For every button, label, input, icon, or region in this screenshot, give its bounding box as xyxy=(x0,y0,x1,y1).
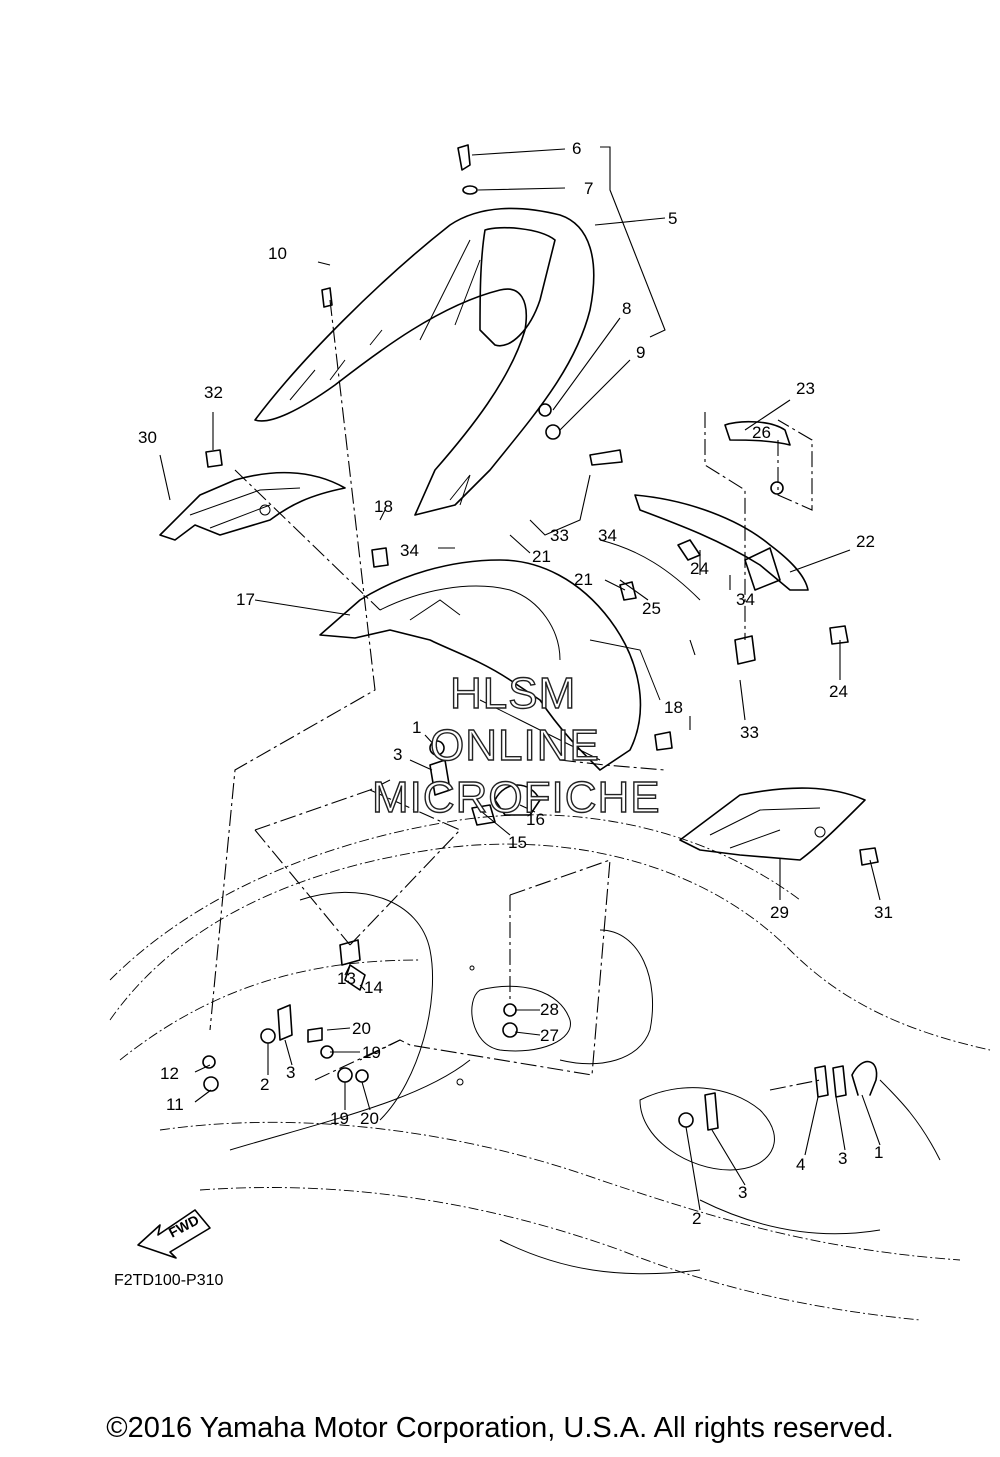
callout: 1 xyxy=(874,1143,883,1162)
callout: 34 xyxy=(400,541,419,560)
callout: 3 xyxy=(738,1183,747,1202)
callout: 18 xyxy=(374,497,393,516)
callout: 24 xyxy=(690,559,709,578)
callout: 13 xyxy=(337,969,356,988)
callout: 2 xyxy=(260,1075,269,1094)
callout: 31 xyxy=(874,903,893,922)
callout: 3 xyxy=(393,745,402,764)
callout: 32 xyxy=(204,383,223,402)
watermark-line-1: HLSM xyxy=(450,669,576,718)
callout: 10 xyxy=(268,244,287,263)
callout: 3 xyxy=(838,1149,847,1168)
callout: 15 xyxy=(508,833,527,852)
callout: 19 xyxy=(362,1043,381,1062)
callout: 20 xyxy=(360,1109,379,1128)
part-upper-cover xyxy=(254,207,595,516)
callout: 7 xyxy=(584,179,593,198)
callout: 33 xyxy=(550,526,569,545)
callout: 33 xyxy=(740,723,759,742)
callout: 2 xyxy=(692,1209,701,1228)
watermark-line-3: MICROFICHE xyxy=(372,773,661,822)
reference-code: F2TD100-P310 xyxy=(114,1272,223,1289)
callout: 1 xyxy=(412,718,421,737)
callout: 34 xyxy=(598,526,617,545)
callout: 30 xyxy=(138,428,157,447)
callout: 29 xyxy=(770,903,789,922)
part-left-bracket xyxy=(159,471,346,541)
hardware xyxy=(202,144,879,1131)
assembly-lines xyxy=(209,299,821,1091)
copyright-notice: ©2016 Yamaha Motor Corporation, U.S.A. A… xyxy=(106,1412,894,1444)
part-grab-handle xyxy=(724,420,791,446)
callout: 24 xyxy=(829,682,848,701)
watermark-line-2: ONLINE xyxy=(430,721,600,770)
forward-direction-arrow: FWD xyxy=(137,1209,211,1259)
callout: 3 xyxy=(286,1063,295,1082)
callout: 21 xyxy=(574,570,593,589)
watermark: HLSM ONLINE MICROFICHE xyxy=(371,668,661,822)
part-lower-right-cover xyxy=(679,787,866,861)
callout: 18 xyxy=(664,698,683,717)
callout: 34 xyxy=(736,590,755,609)
callout: 14 xyxy=(364,978,383,997)
callout: 19 xyxy=(330,1109,349,1128)
callout: 17 xyxy=(236,590,255,609)
part-right-panel xyxy=(599,494,809,601)
callout: 16 xyxy=(526,810,545,829)
callout: 22 xyxy=(856,532,875,551)
callout: 4 xyxy=(796,1155,805,1174)
hull-outline xyxy=(109,814,991,1321)
callout: 26 xyxy=(752,423,771,442)
callout: 8 xyxy=(622,299,631,318)
leader-lines xyxy=(159,146,881,1211)
part-rear-cowl xyxy=(319,559,661,771)
callout: 11 xyxy=(166,1095,184,1114)
callout: 25 xyxy=(642,599,661,618)
callout: 28 xyxy=(540,1000,559,1019)
callout: 5 xyxy=(668,209,677,228)
callout: 23 xyxy=(796,379,815,398)
callout: 21 xyxy=(532,547,551,566)
callouts: 6 7 5 10 8 9 32 30 23 26 18 33 34 21 22 … xyxy=(138,139,893,1228)
callout: 12 xyxy=(160,1064,179,1083)
callout: 20 xyxy=(352,1019,371,1038)
callout: 6 xyxy=(572,139,581,158)
callout: 27 xyxy=(540,1026,559,1045)
callout: 9 xyxy=(636,343,645,362)
